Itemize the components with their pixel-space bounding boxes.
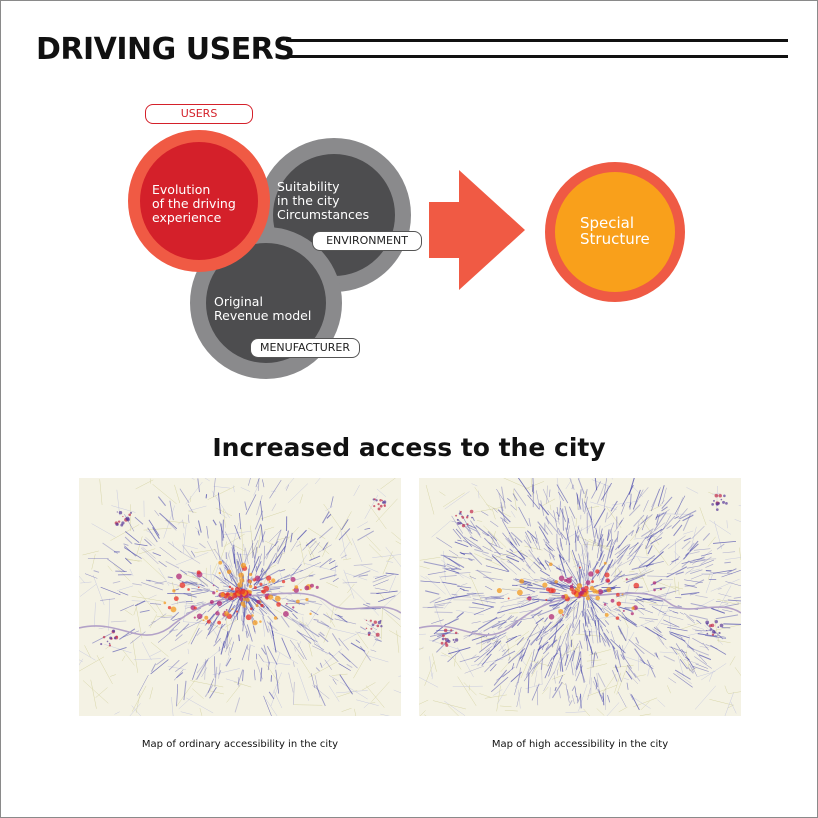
users-circle-label: Evolution of the driving experience xyxy=(152,182,236,225)
users-tag: USERS xyxy=(145,104,253,124)
page-title: DRIVING USERS xyxy=(36,32,295,67)
right-arrow-icon xyxy=(429,170,525,290)
special-structure-circle xyxy=(545,162,685,302)
special-structure-label: Special Structure xyxy=(580,214,650,248)
high-accessibility-map xyxy=(419,478,741,716)
ordinary-map-caption: Map of ordinary accessibility in the cit… xyxy=(141,739,339,750)
title-rule-bottom xyxy=(286,55,788,58)
manufacturer-circle-label: Original Revenue model xyxy=(214,294,312,323)
environment-tag: ENVIRONMENT xyxy=(312,231,422,251)
environment-circle-label: Suitability in the city Circumstances xyxy=(277,179,370,222)
section-title: Increased access to the city xyxy=(212,433,606,462)
title-rule-top xyxy=(286,39,788,42)
manufacturer-tag: MENUFACTURER xyxy=(250,338,360,358)
high-map-caption: Map of high accessibility in the city xyxy=(491,739,669,750)
ordinary-accessibility-map xyxy=(79,478,401,716)
